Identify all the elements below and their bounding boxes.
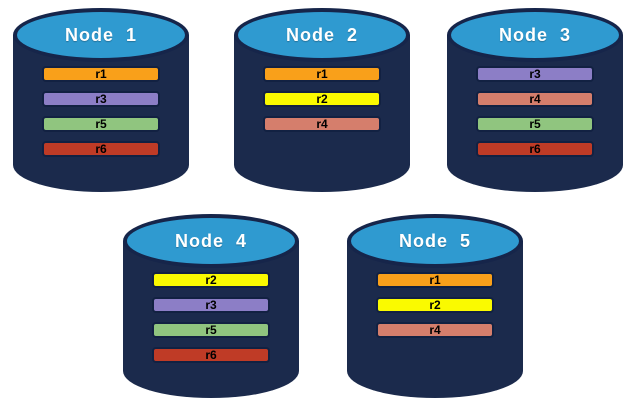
node-label: Node 4 [174,230,247,251]
replica-bar-r4: r4 [376,322,494,338]
db-node-3: Node 3 r3 r4 r5 r6 [447,8,623,192]
replica-bar-r3: r3 [42,91,160,107]
db-node-2: Node 2 r1 r2 r4 [234,8,410,192]
replica-bar-r6: r6 [476,141,594,157]
node-label: Node 1 [64,24,137,45]
replica-bar-r1: r1 [42,66,160,82]
replica-bar-r4: r4 [476,91,594,107]
replica-bar-r1: r1 [376,272,494,288]
replica-bar-r2: r2 [376,297,494,313]
node-label: Node 5 [398,230,471,251]
replica-bar-r1: r1 [263,66,381,82]
replica-bar-r4: r4 [263,116,381,132]
node-label: Node 3 [498,24,571,45]
replica-bar-r2: r2 [263,91,381,107]
replica-bar-r5: r5 [42,116,160,132]
node-label: Node 2 [285,24,358,45]
db-node-4: Node 4 r2 r3 r5 r6 [123,214,299,398]
replica-bar-r3: r3 [152,297,270,313]
cylinder-top-icon: Node 5 [347,214,523,268]
db-node-1: Node 1 r1 r3 r5 r6 [13,8,189,192]
replica-bar-r3: r3 [476,66,594,82]
replica-bar-r2: r2 [152,272,270,288]
cylinder-top-icon: Node 4 [123,214,299,268]
replica-bar-r5: r5 [152,322,270,338]
replica-bar-r5: r5 [476,116,594,132]
cylinder-top-icon: Node 1 [13,8,189,62]
replica-bar-r6: r6 [152,347,270,363]
cylinder-top-icon: Node 3 [447,8,623,62]
db-node-5: Node 5 r1 r2 r4 [347,214,523,398]
cylinder-top-icon: Node 2 [234,8,410,62]
replica-bar-r6: r6 [42,141,160,157]
